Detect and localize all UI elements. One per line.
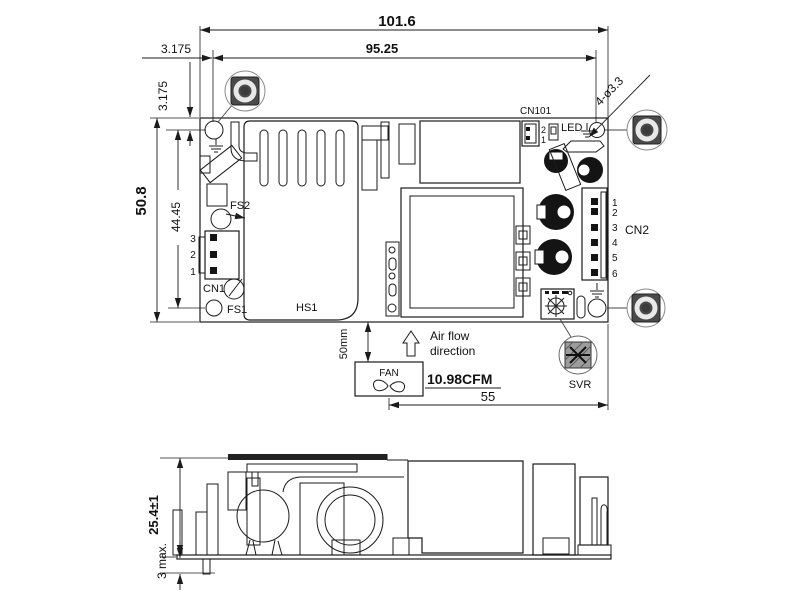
dim-pin-length-value: 3 max. xyxy=(155,543,169,579)
cn101-pin-2: 2 xyxy=(541,125,546,135)
dim-hole-callout-value: 4-ø3.3 xyxy=(592,74,626,109)
cn1-pin-2: 2 xyxy=(190,250,196,261)
dim-hole-offset-top: 3.175 xyxy=(156,62,194,146)
screw-icon-top-right xyxy=(605,109,668,151)
cn2-pin-1: 1 xyxy=(612,198,618,209)
dim-hole-span-width: 95.25 xyxy=(213,41,596,62)
led-label: LED xyxy=(561,122,582,134)
heatsink-hs1: HS1 xyxy=(243,120,416,321)
airflow-text-1: Air flow xyxy=(430,329,470,343)
mounting-hole-top-left xyxy=(204,120,224,153)
dim-hole-span-width-value: 95.25 xyxy=(366,41,399,56)
mounting-hole-bottom-right xyxy=(587,283,607,318)
fuse-fs1: FS1 xyxy=(205,299,247,317)
cn2-pin-2: 2 xyxy=(612,208,618,219)
cn2-label: CN2 xyxy=(625,223,649,237)
dim-hole-offset-top-value: 3.175 xyxy=(156,81,170,111)
led-indicator: LED xyxy=(548,122,605,153)
dim-fan-to-edge-value: 55 xyxy=(481,389,495,404)
dim-hole-span-height: 44.45 xyxy=(169,130,183,308)
heatsink-label: HS1 xyxy=(296,302,317,314)
screw-icon-bottom-right xyxy=(607,288,666,328)
cn2-pin-6: 6 xyxy=(612,269,618,280)
fs2-label: FS2 xyxy=(230,200,250,212)
capacitor-group xyxy=(534,142,603,275)
dim-hole-offset-left: 3.175 xyxy=(142,42,212,62)
input-section: FS2 3 2 1 CN1 FS1 xyxy=(190,121,258,317)
dim-hole-span-height-value: 44.45 xyxy=(169,202,183,232)
connector-cn1: 3 2 1 CN1 xyxy=(190,230,245,300)
dim-hole-offset-left-value: 3.175 xyxy=(161,42,191,56)
cn1-pin-1: 1 xyxy=(190,267,196,278)
trimmer-svr: SVR xyxy=(540,288,598,391)
dim-total-height: 50.8 xyxy=(133,118,161,322)
dim-total-height-value: 50.8 xyxy=(133,186,150,215)
airflow-text-2: direction xyxy=(430,344,475,358)
fan-section: FAN 50mm Air flow direction 10.98CFM 55 xyxy=(338,322,608,409)
mounting-hole-top-right xyxy=(589,122,605,138)
connector-cn101: CN101 2 1 xyxy=(520,106,552,147)
cn1-label: CN1 xyxy=(203,283,225,295)
dim-fan-clearance-value: 50mm xyxy=(338,329,350,360)
airflow-arrow-icon xyxy=(402,330,420,357)
cn2-pin-4: 4 xyxy=(612,238,618,249)
cn2-pin-5: 5 xyxy=(612,253,618,264)
fs1-label: FS1 xyxy=(227,304,247,316)
cn1-pin-3: 3 xyxy=(190,234,196,245)
transformer-section xyxy=(385,120,531,318)
screw-icon-top-left xyxy=(217,70,266,123)
cn2-pin-3: 3 xyxy=(612,223,618,234)
fan-label: FAN xyxy=(379,368,398,379)
svr-label: SVR xyxy=(569,379,592,391)
cn101-pin-1: 1 xyxy=(541,135,546,145)
dim-total-width-value: 101.6 xyxy=(378,13,416,30)
dim-side-height-value: 25.4±1 xyxy=(146,495,161,535)
airflow-rate: 10.98CFM xyxy=(427,371,492,387)
pcb-board-outline xyxy=(199,117,609,323)
cn101-label: CN101 xyxy=(520,106,552,117)
fuse-fs2: FS2 xyxy=(210,200,250,230)
dim-total-width: 101.6 xyxy=(200,13,608,34)
side-view: 25.4±1 3 max. xyxy=(146,454,612,590)
connector-cn2: 1 2 3 4 5 6 CN2 xyxy=(581,187,649,281)
